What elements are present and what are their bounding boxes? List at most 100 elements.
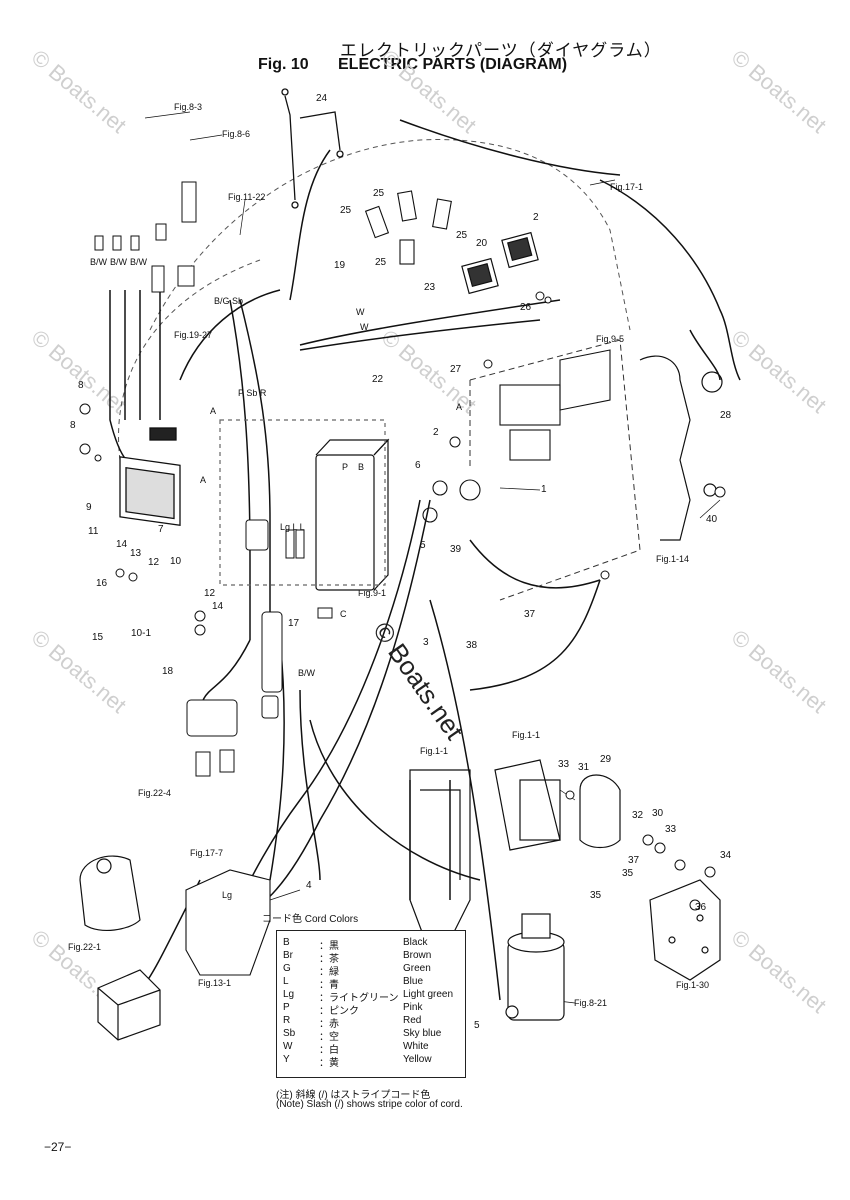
callout: 25 [375,257,387,268]
fig-ref: Fig.17-7 [190,848,223,858]
legend-en: Light green [403,989,454,1000]
legend-row: Lg ：ライトグリーン Light green [283,989,463,1004]
figure-references: Fig.8-3 Fig.8-6 Fig.11-22 Fig.19-27 Fig.… [68,102,709,1008]
watermark: © Boats.net [27,45,131,138]
wire-code: C [340,609,347,619]
watermark: © Boats.net [27,625,131,718]
legend-jp: ：ピンク [319,1006,359,1017]
note-english: (Note) Slash (/) shows stripe color of c… [276,1099,463,1110]
legend-code: G [283,963,291,974]
note-japanese: (注) 斜線 (/) はストライプコード色 [276,1090,431,1101]
callout: 7 [158,524,164,535]
ignition-coils [461,231,539,295]
cdi-unit [219,419,390,591]
watermark: © Boats.net [727,925,831,1018]
callout: 19 [334,260,346,271]
callout: 14 [212,601,224,612]
page-number: −27− [44,1140,72,1154]
title-english: ELECTRIC PARTS (DIAGRAM) [338,56,568,73]
wire-harness [109,119,741,1001]
callout: 8 [78,380,84,391]
callout: 29 [600,754,612,765]
wire-code: B/W [130,257,148,267]
callout: 23 [424,282,436,293]
fig-ref: Fig.8-3 [174,102,202,112]
callout: 2 [433,427,439,438]
legend-code: Y [283,1054,290,1065]
legend-code: Sb [283,1028,296,1039]
callout: 20 [476,238,488,249]
legend-row: R ：赤 Red [283,1015,463,1030]
leader-lines [144,111,721,1004]
callout: 39 [450,544,462,555]
wire-code: A [210,406,216,416]
callout: 38 [466,640,478,651]
legend-jp: ：茶 [319,954,339,965]
callout: 35 [590,890,602,901]
wire-code: A [456,402,462,412]
legend-jp: ：緑 [319,967,339,978]
rectifier-regulator [119,427,181,527]
callout: 28 [720,410,732,421]
legend-en: Red [403,1015,422,1026]
legend-en: Green [403,963,431,974]
callout: 5 [474,1020,480,1031]
callout: 4 [306,880,312,891]
callout: 36 [695,902,707,913]
legend-jp: ：黒 [319,941,339,952]
fig-ref: Fig.22-4 [138,788,171,798]
wire-code: B/W [298,668,316,678]
wire-code: P Sb R [238,388,267,398]
callout: 3 [423,637,429,648]
callout: 12 [204,588,216,599]
wire-code: B [358,462,364,472]
legend-en: Sky blue [403,1028,442,1039]
legend-en: Black [403,937,428,948]
callout: 25 [456,230,468,241]
callout: 27 [450,364,462,375]
connectors-left [94,181,197,293]
fig-ref: Fig.1-1 [512,730,540,740]
lower-unit [409,769,471,941]
fig-ref: Fig.1-1 [420,746,448,756]
callout: 31 [578,762,590,773]
callout: 13 [130,548,142,559]
callout: 35 [622,868,634,879]
wire-code: Lg [222,890,232,900]
callout: 25 [373,188,385,199]
callout: 34 [720,850,732,861]
watermark: © Boats.net [727,45,831,138]
legend-jp: ：青 [319,980,339,991]
wire-code: W [356,307,365,317]
legend-jp: ：ライトグリーン [319,993,399,1004]
fig-ref: Fig.1-30 [676,980,709,990]
callout: 8 [70,420,76,431]
callout: 30 [652,808,664,819]
wire-code: B/W [90,257,108,267]
legend-row: L ：青 Blue [283,976,463,991]
legend-en: Blue [403,976,424,987]
watermark: © Boats.net [727,325,831,418]
fig-ref: Fig.11-22 [228,192,265,202]
legend-row: Sb ：空 Sky blue [283,1028,463,1043]
cord-color-legend: B ：黒 Black Br ：茶 Brown G ：緑 Green L ：青 B… [276,930,466,1078]
fig-ref: Fig.9-5 [596,334,624,344]
legend-row: W ：白 White [283,1041,463,1056]
callout: 16 [96,578,108,589]
callout: 18 [162,666,174,677]
legend-en: Yellow [403,1054,432,1065]
callout-numbers: 1 2 2 3 4 5 5 6 7 8 8 9 10 10-1 11 12 12… [70,93,732,1031]
lower-bracket [185,869,271,976]
fig-ref: Fig.17-1 [610,182,643,192]
cylinder-side [639,355,723,541]
legend-code: Lg [283,989,295,1000]
wire-code: W [360,322,369,332]
watermark: © Boats.net [27,325,131,418]
plug-caps [364,190,452,265]
legend-en: Brown [403,950,432,961]
fig-ref: Fig.19-27 [174,330,212,340]
watermark: © Boats.net [377,45,481,138]
legend-code: L [283,976,289,987]
